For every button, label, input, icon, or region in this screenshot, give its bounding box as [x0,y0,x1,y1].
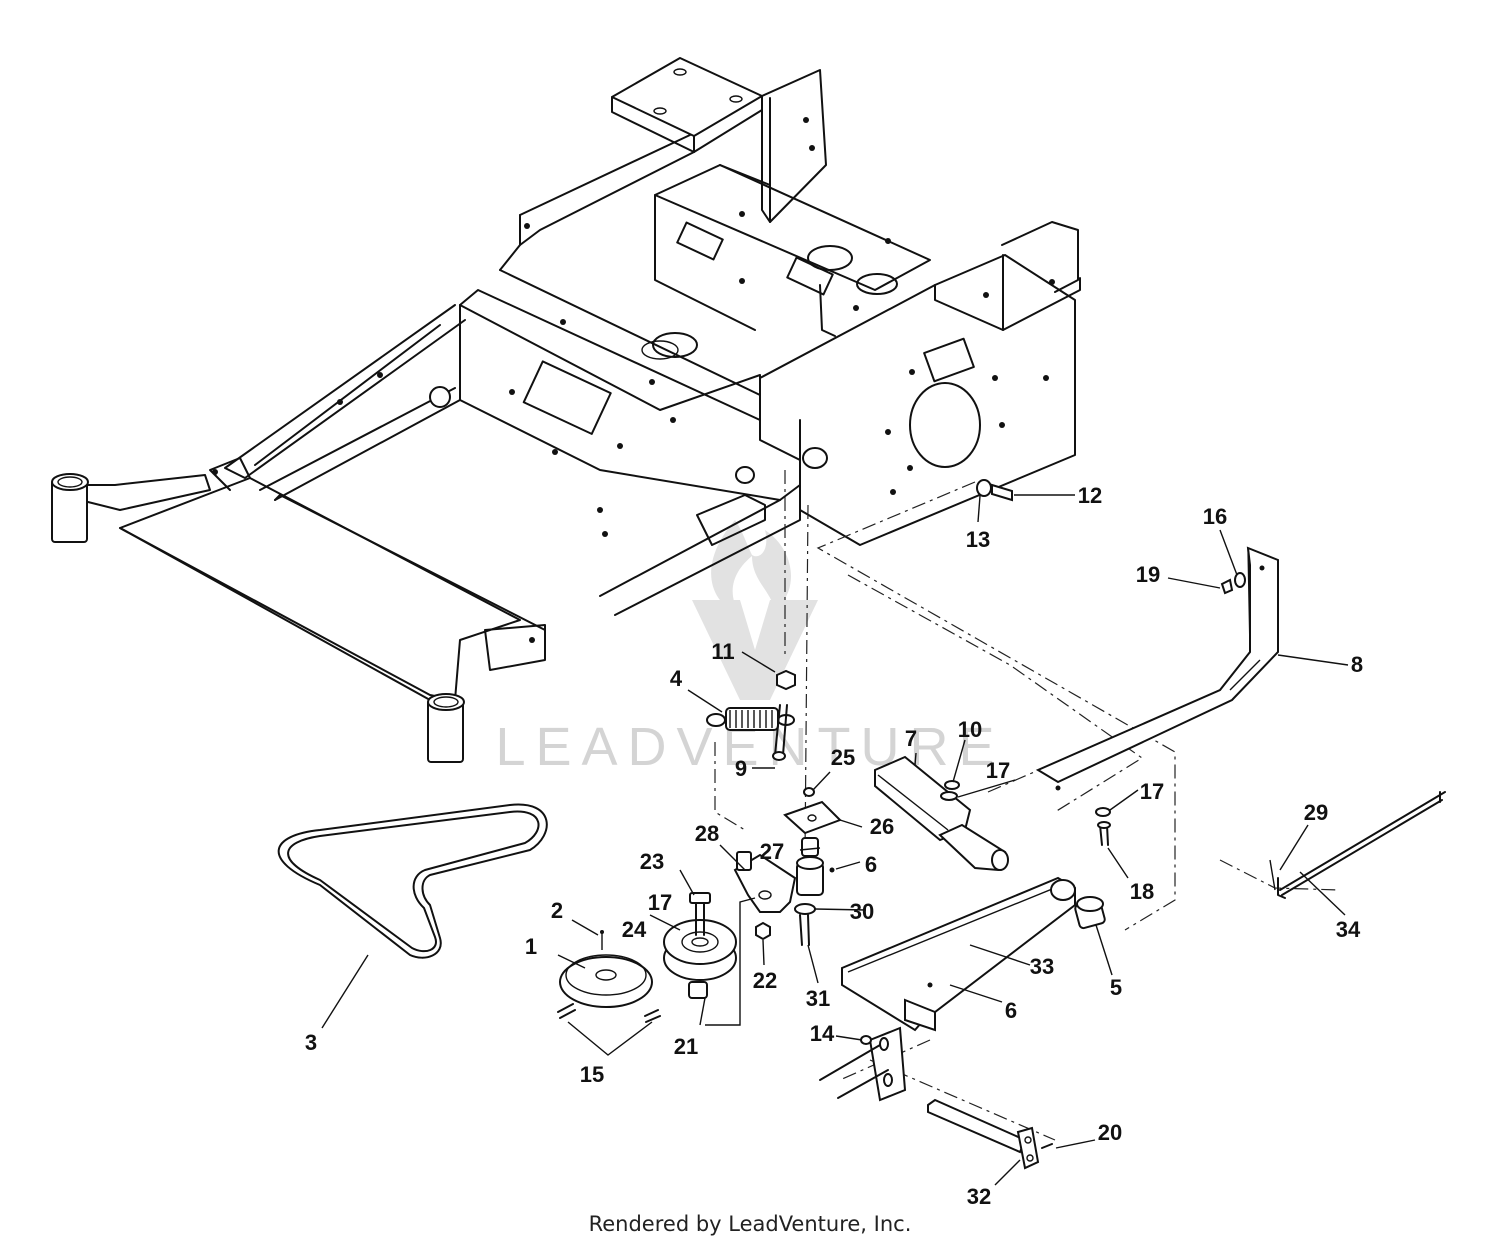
callout-6a[interactable]: 6 [865,852,877,877]
callout-30[interactable]: 30 [850,899,874,924]
callout-15[interactable]: 15 [580,1062,604,1087]
part-spring-4 [706,707,795,731]
part-bolt-12 [976,479,1013,502]
callout-10[interactable]: 10 [958,717,982,742]
part-belt [277,803,548,959]
callout-19[interactable]: 19 [1136,562,1160,587]
callout-17a[interactable]: 17 [986,758,1010,783]
part-idler-pulley-24 [663,892,737,999]
callout-5[interactable]: 5 [1110,975,1122,1000]
callout-13[interactable]: 13 [966,527,990,552]
part-shaft-7 [874,755,1009,872]
callout-6b[interactable]: 6 [1005,998,1017,1023]
part-bushing-5 [1074,896,1106,930]
part-bracket-8 [1035,546,1279,791]
part-rod-34 [1269,791,1446,899]
part-arm-33 [841,876,1076,1032]
part-pivot-tube [796,856,835,896]
callout-3[interactable]: 3 [305,1030,317,1055]
callout-34[interactable]: 34 [1336,917,1361,942]
callout-18[interactable]: 18 [1130,879,1154,904]
part-idler-arm-28 [733,851,797,913]
callout-27[interactable]: 27 [760,839,784,864]
callout-26[interactable]: 26 [870,814,894,839]
callout-32[interactable]: 32 [967,1184,991,1209]
callout-22[interactable]: 22 [753,968,777,993]
callout-7[interactable]: 7 [905,726,917,751]
part-pulley-1 [559,930,653,1008]
callout-9[interactable]: 9 [735,756,747,781]
callout-28[interactable]: 28 [695,821,719,846]
frame-assembly [51,57,1081,763]
part-bolt-9 [772,704,788,761]
part-nut-22 [755,921,771,941]
callout-12[interactable]: 12 [1078,483,1102,508]
callout-17b[interactable]: 17 [1140,779,1164,804]
callout-33[interactable]: 33 [1030,954,1054,979]
callout-labels: 1 2 3 4 5 6 6 7 8 9 10 11 12 13 14 15 16… [305,483,1363,1209]
part-plate-26 [783,787,842,835]
callout-25[interactable]: 25 [831,745,855,770]
credit-line: Rendered by LeadVenture, Inc. [588,1212,912,1236]
callout-14[interactable]: 14 [810,1021,835,1046]
part-bracket-14 [819,1026,907,1102]
callout-31[interactable]: 31 [806,986,830,1011]
callout-24[interactable]: 24 [622,917,647,942]
watermark-v-logo [692,600,818,700]
callout-4[interactable]: 4 [670,666,683,691]
assembly-guide-lines [714,470,1341,1141]
callout-29[interactable]: 29 [1304,800,1328,825]
callout-21[interactable]: 21 [674,1034,698,1059]
callout-20[interactable]: 20 [1098,1120,1122,1145]
part-bolts-15 [557,1003,661,1023]
watermark-flame-logo [711,520,792,615]
callout-16[interactable]: 16 [1203,504,1227,529]
callout-23[interactable]: 23 [640,849,664,874]
callout-17c[interactable]: 17 [648,890,672,915]
part-bolt-31 [794,903,816,946]
part-rod-32 [927,1098,1053,1170]
leadventure-watermark: LEADVENTURE [495,520,995,777]
callout-leaders [321,494,1349,1186]
part-spacer-27 [801,837,819,857]
part-washer-17-bolt-18 [1095,807,1111,846]
part-nut-11 [776,669,796,691]
callout-2[interactable]: 2 [551,898,563,923]
callout-11[interactable]: 11 [711,639,734,664]
callout-8[interactable]: 8 [1351,652,1363,677]
callout-1[interactable]: 1 [525,934,537,959]
